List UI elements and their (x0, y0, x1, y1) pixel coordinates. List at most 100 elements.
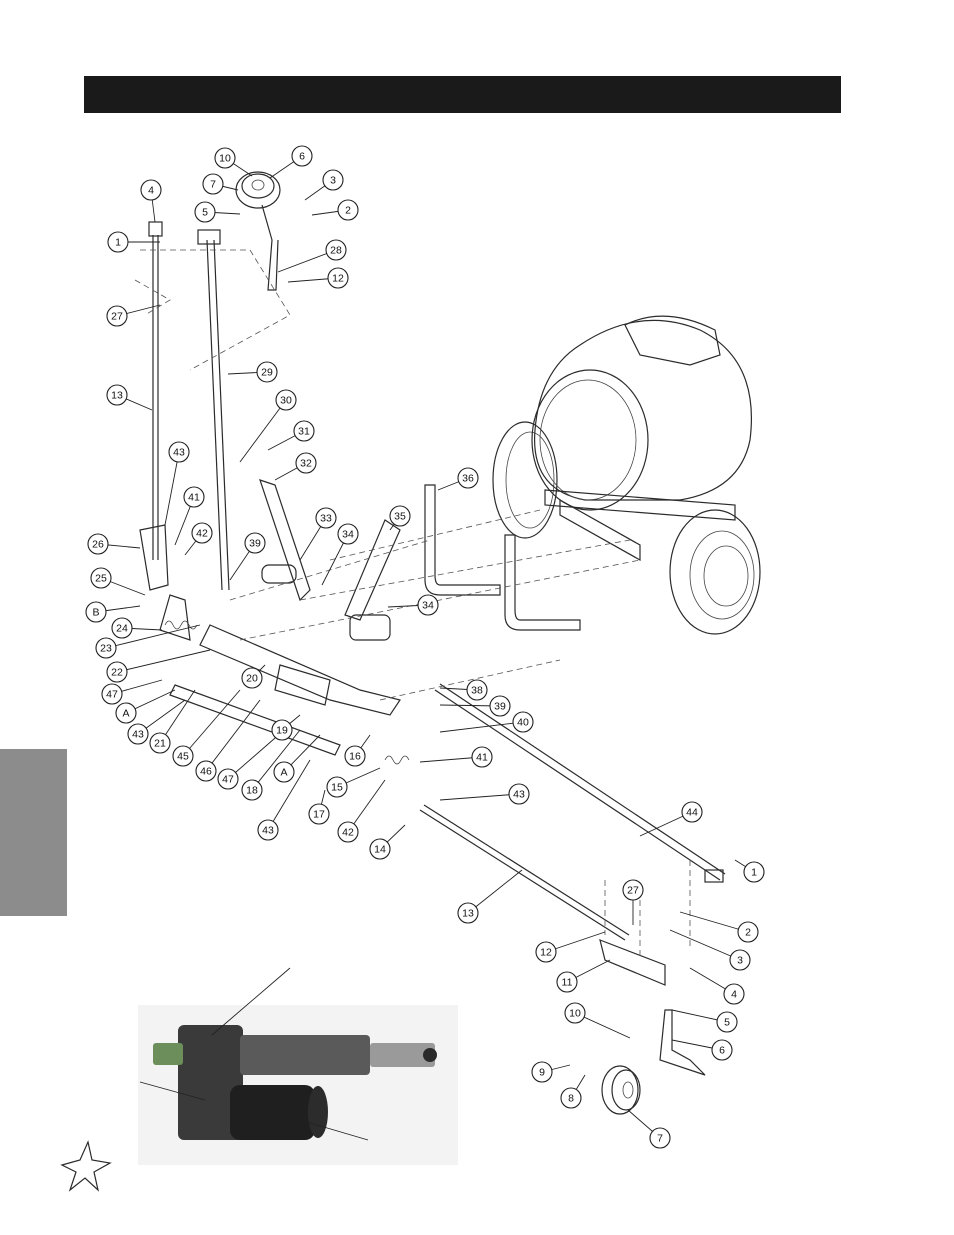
callout-3: 3 (729, 949, 751, 971)
callout-leader-line (159, 689, 196, 744)
callout-circle (168, 441, 190, 463)
callout-circle (681, 801, 703, 823)
callout-2: 2 (337, 199, 359, 221)
steering-rod-left (148, 221, 163, 560)
callout-44: 44 (681, 801, 703, 823)
callout-number: 5 (202, 207, 208, 219)
callout-20: 20 (241, 667, 263, 689)
callout-circle (194, 201, 216, 223)
callout-circle (466, 679, 488, 701)
callout-number: 11 (562, 977, 573, 989)
callout-10: 10 (564, 1002, 586, 1024)
callout-number: 28 (330, 245, 342, 257)
callout-circle (737, 921, 759, 943)
callout-10: 10 (214, 147, 236, 169)
callout-number: 8 (568, 1093, 574, 1105)
callout-43: 43 (168, 441, 190, 463)
brand-star-logo (60, 1140, 112, 1192)
callout-number: 21 (154, 738, 166, 750)
callout-circle (716, 1011, 738, 1033)
callout-43: 43 (127, 723, 149, 745)
callout-leader-line (669, 929, 741, 961)
callout-number: 31 (298, 426, 310, 438)
callout-circle (217, 768, 239, 790)
callout-7: 7 (202, 173, 224, 195)
callout-number: 9 (539, 1067, 545, 1079)
callout-4: 4 (723, 983, 745, 1005)
callout-circle (315, 507, 337, 529)
callout-number: 34 (422, 600, 434, 612)
callout-circle (711, 1039, 733, 1061)
springs (164, 620, 410, 765)
callout-number: 2 (345, 205, 351, 217)
callout-circle (149, 732, 171, 754)
callout-1: 1 (743, 861, 765, 883)
callout-47: 47 (101, 683, 123, 705)
callout-13: 13 (457, 902, 479, 924)
callout-circle (417, 594, 439, 616)
callout-leader-line (105, 624, 201, 649)
callout-circle (271, 719, 293, 741)
callout-number: B (92, 607, 99, 619)
callout-number: 14 (374, 844, 386, 856)
callout-circle (325, 239, 347, 261)
callout-41: 41 (183, 486, 205, 508)
callout-number: 42 (342, 827, 354, 839)
callout-number: 6 (719, 1045, 725, 1057)
callout-42: 42 (191, 522, 213, 544)
callout-number: 47 (222, 774, 234, 786)
callout-11: 11 (556, 971, 578, 993)
callout-8: 8 (560, 1087, 582, 1109)
callout-number: 38 (471, 685, 483, 697)
callout-number: 10 (219, 153, 231, 165)
callout-4: 4 (140, 179, 162, 201)
callout-circle (214, 147, 236, 169)
callout-16: 16 (344, 745, 366, 767)
callout-33: 33 (315, 507, 337, 529)
callout-number: 33 (320, 513, 332, 525)
callout-circle (241, 667, 263, 689)
callout-17: 17 (308, 803, 330, 825)
callout-number: 39 (249, 538, 261, 550)
callout-leader-line (164, 451, 180, 526)
callout-18: 18 (241, 779, 263, 801)
callout-circle (344, 745, 366, 767)
callout-39: 39 (489, 695, 511, 717)
top-caster-wheel (235, 171, 281, 291)
callout-number: 40 (517, 717, 529, 729)
callout-number: 13 (111, 390, 123, 402)
callout-circle (369, 838, 391, 860)
callout-number: 25 (95, 573, 107, 585)
callout-45: 45 (172, 745, 194, 767)
callout-circle (622, 879, 644, 901)
callout-6: 6 (711, 1039, 733, 1061)
callout-number: 30 (280, 395, 292, 407)
callout-number: 43 (173, 447, 185, 459)
linear-actuator-photo (138, 967, 458, 1165)
callout-number: 12 (540, 947, 552, 959)
callout-7: 7 (649, 1127, 671, 1149)
callout-22: 22 (106, 661, 128, 683)
callout-leader-line (251, 729, 301, 791)
callout-number: 43 (132, 729, 144, 741)
callout-47: 47 (217, 768, 239, 790)
callout-leader-line (347, 779, 386, 833)
header-bar (84, 76, 841, 113)
callout-number: 3 (737, 955, 743, 967)
callout-number: 7 (657, 1133, 663, 1145)
callout-number: 29 (261, 367, 273, 379)
callout-circle (241, 779, 263, 801)
handle-tube (197, 229, 230, 591)
callout-leader-line (439, 721, 524, 733)
callout-43: 43 (508, 783, 530, 805)
callout-number: 16 (349, 751, 361, 763)
callout-40: 40 (512, 711, 534, 733)
callout-leader-line (205, 699, 261, 772)
callout-28: 28 (325, 239, 347, 261)
callout-circle (195, 760, 217, 782)
callout-number: 32 (300, 458, 312, 470)
callout-27: 27 (622, 879, 644, 901)
callout-circle (512, 711, 534, 733)
callout-circle (244, 532, 266, 554)
